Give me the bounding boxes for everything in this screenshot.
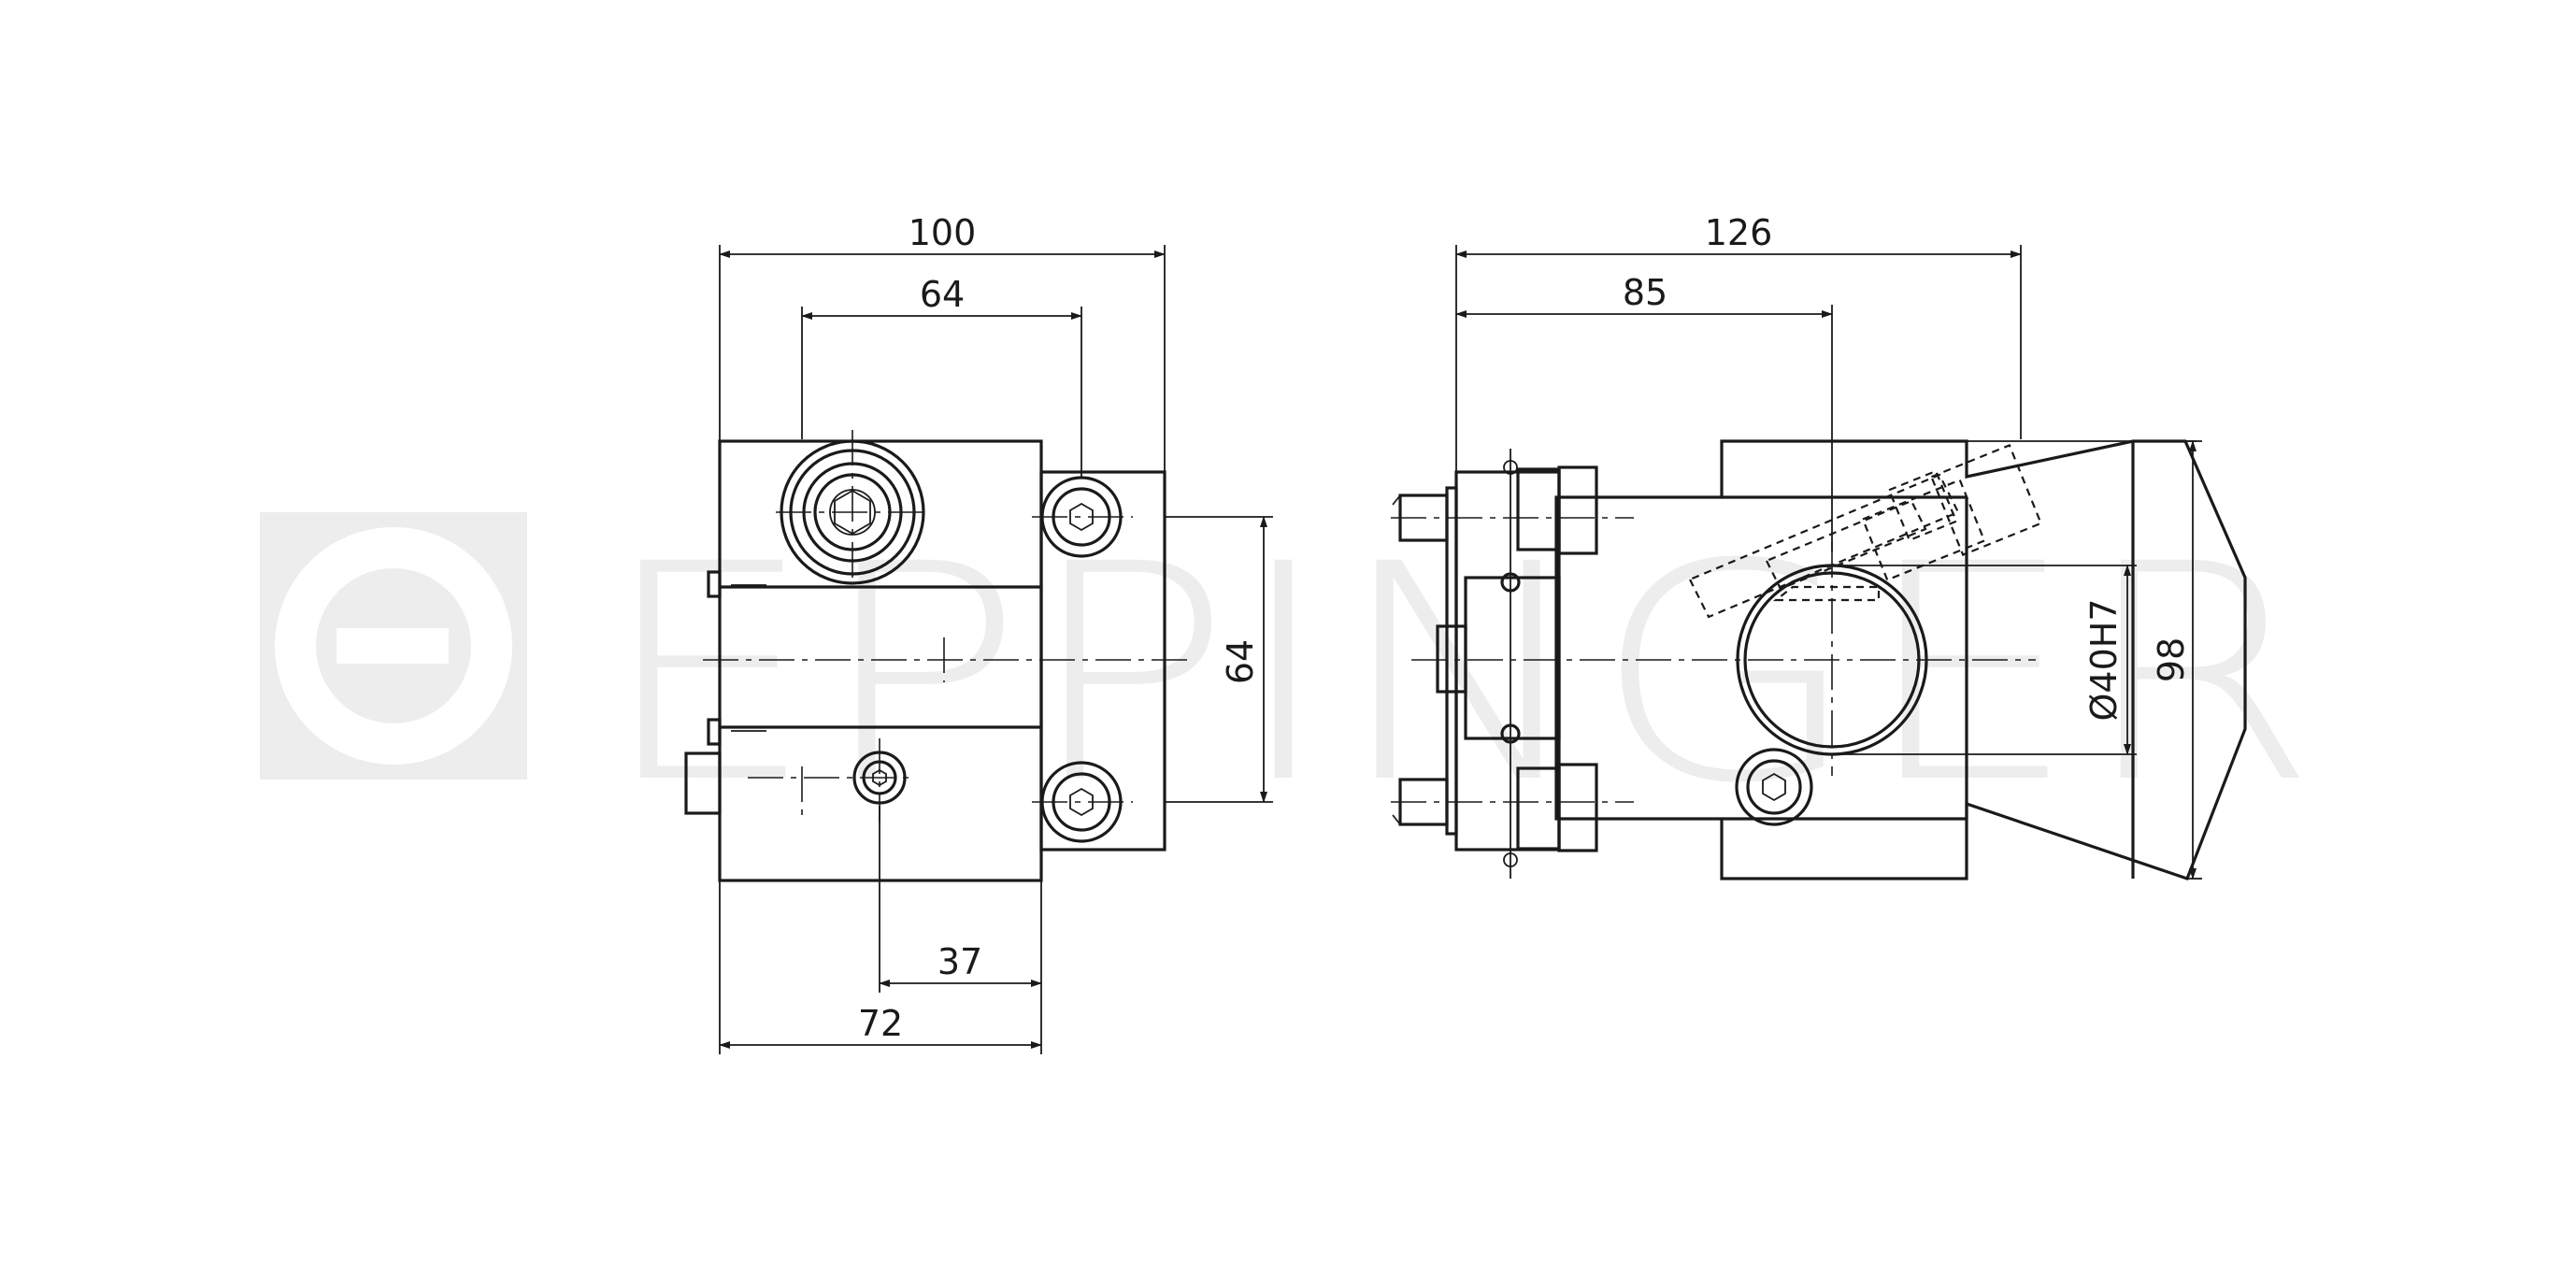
right-view: 126 85 Ø40H7 98 (1391, 212, 2247, 881)
dim-bore-diameter: Ø40H7 (2083, 598, 2125, 721)
clamp-screw-icon (1735, 748, 1813, 826)
dim-bolt-spacing-vertical: 64 (1220, 639, 1261, 684)
dim-offset-hole: 37 (937, 941, 982, 982)
left-view: 100 64 64 37 72 (684, 212, 1273, 1054)
eppinger-watermark: EPPINGER (260, 501, 2318, 849)
hidden-coolant-channel (1688, 443, 2043, 619)
watermark-logo-ring (275, 527, 512, 765)
dim-bolt-spacing-horizontal: 64 (920, 274, 965, 315)
dim-bore-center-distance: 85 (1623, 272, 1667, 313)
dim-body-width: 72 (858, 1003, 903, 1044)
dim-overall-height: 98 (2151, 637, 2192, 682)
watermark-text: EPPINGER (598, 501, 2318, 849)
dim-overall-length: 126 (1705, 212, 1773, 253)
left-flange (1039, 470, 1166, 852)
right-body-outline (1554, 439, 2247, 881)
dim-overall-width: 100 (909, 212, 977, 253)
